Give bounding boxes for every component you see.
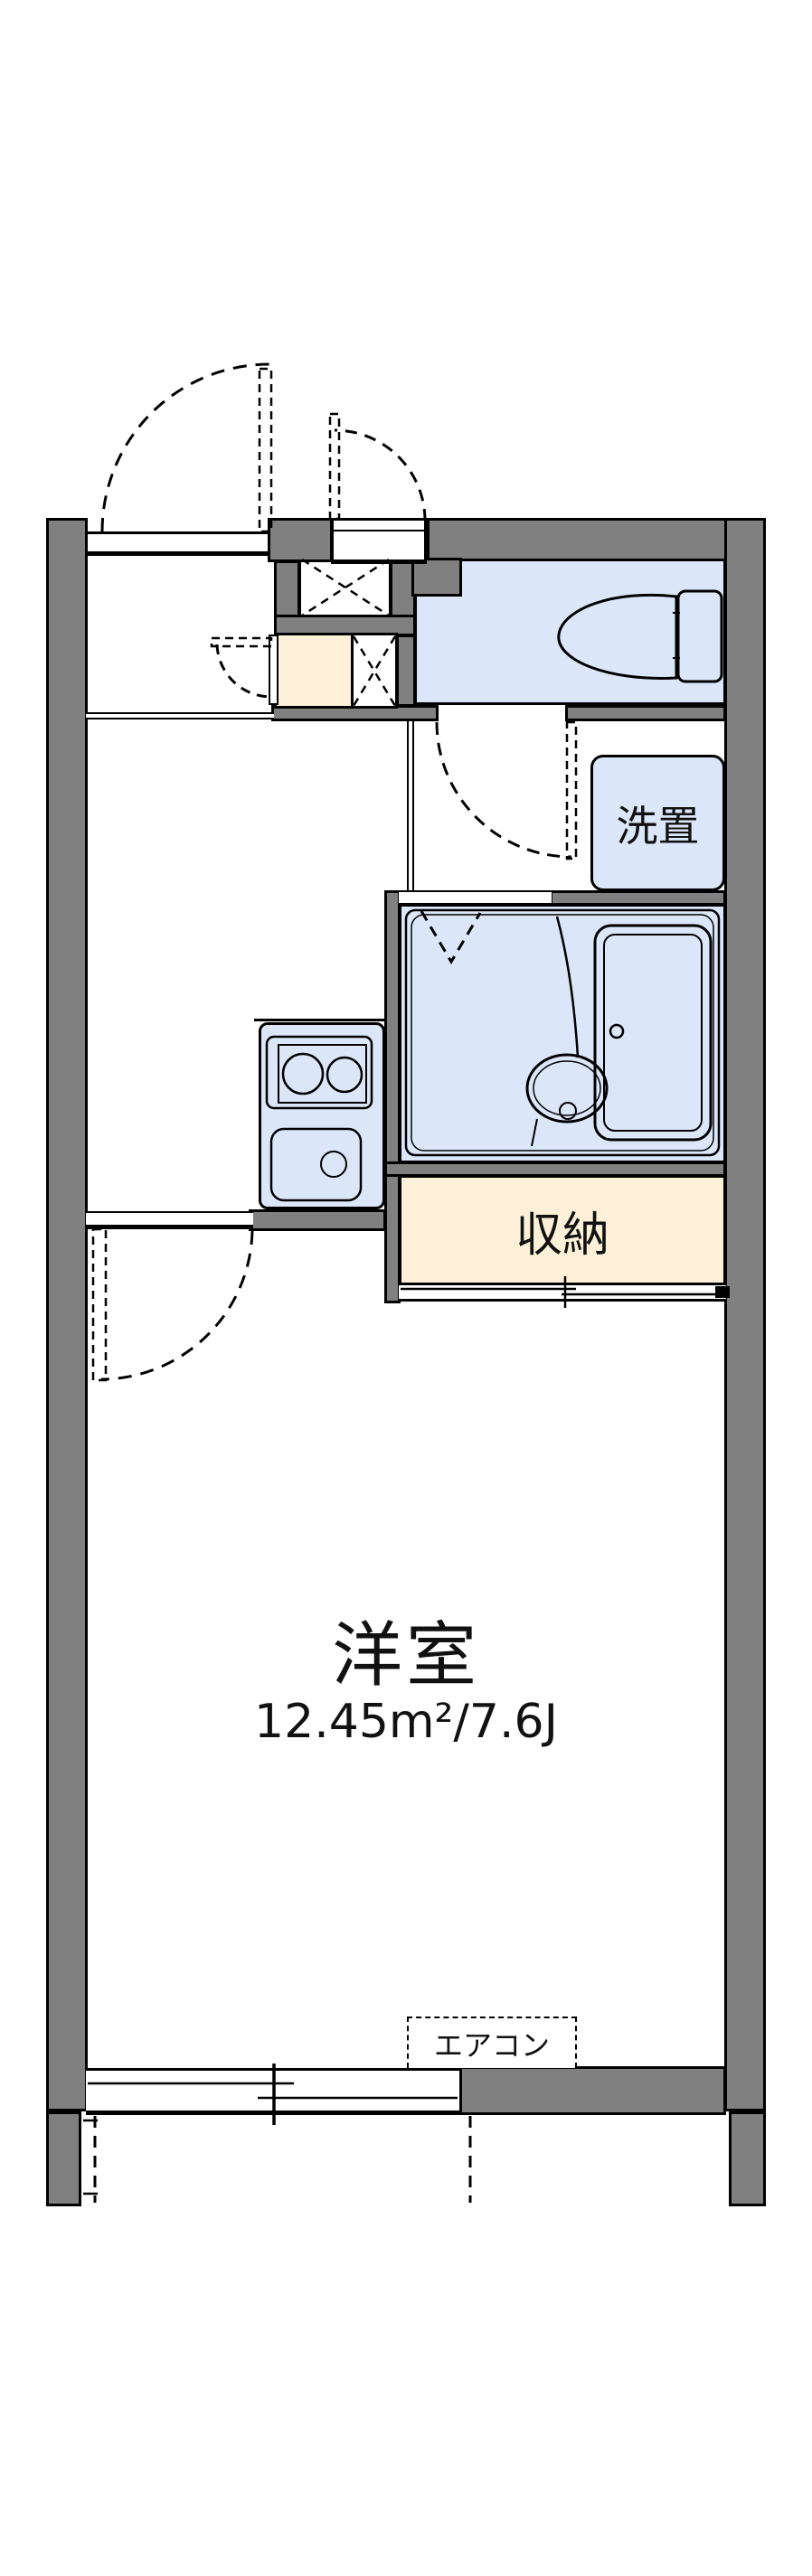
kitchen-room-opening [86,1211,253,1229]
storage-label: 収納 [515,1208,609,1263]
wall-left-stub [46,2111,81,2206]
wall-right [724,518,766,2111]
entry-door-swing-icon [100,362,273,533]
storage-sliding-door [399,1283,726,1302]
wall-left [46,518,88,2111]
alcove-inner-line [334,530,424,531]
sliding-door-stop-nub [715,1286,730,1298]
laundry-label: 洗置 [616,801,700,851]
bathroom [399,904,726,1163]
cabinet-door-swing-icon [210,636,273,699]
balcony-window [86,2068,459,2115]
wall-top-b [427,518,728,562]
toilet-door-swing-icon [435,720,578,860]
wall-right-stub [729,2111,766,2206]
entry-door-sill [88,531,268,556]
entry-cabinet [274,633,354,709]
wall-toilet-notch [411,558,462,597]
living-room-label: 洋室 [331,1615,480,1697]
kitchen-unit [259,1022,385,1209]
pipe-space-box-lower [351,633,398,709]
wall-bottom [459,2066,726,2115]
aircon-box: エアコン [407,2017,577,2068]
wall-cream-right [396,635,416,707]
laundry-space: 洗置 [590,755,725,891]
wall-hall-top-right [565,705,726,721]
aircon-label: エアコン [433,2027,550,2063]
living-room-area-label: 12.45m²/7.6J [254,1695,558,1749]
balcony-extent-dashes [83,2116,472,2203]
kitchen-counter-line [254,1019,386,1021]
genkan-floor-line [86,712,274,719]
storage-closet: 収納 [399,1175,726,1285]
washroom-partition [407,721,414,892]
exterior-alcove [331,518,427,564]
wall-top-a [268,518,333,562]
alcove-door-swing-icon [328,412,427,522]
pipe-space-box-upper [298,556,392,618]
wall-room-top [249,1209,386,1231]
cabinet-door-leaf [269,635,279,705]
room-door-swing-icon [91,1227,254,1382]
